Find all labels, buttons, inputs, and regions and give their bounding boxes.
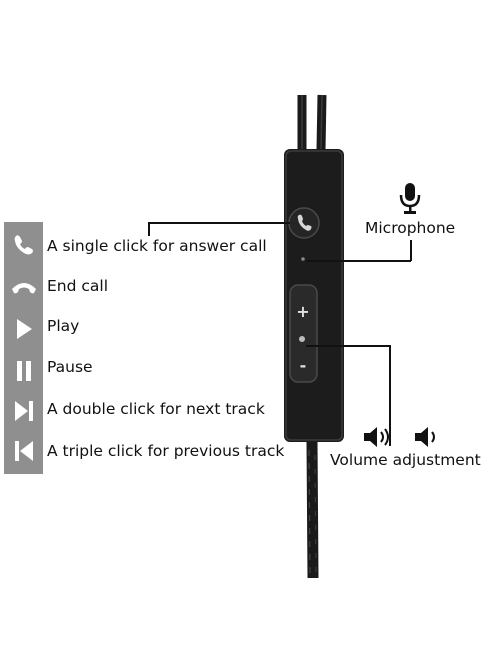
function-label-end-call: End call [47, 277, 109, 295]
leader-line-call-horizontal [148, 222, 290, 224]
call-button[interactable] [289, 208, 319, 238]
play-icon [4, 310, 43, 348]
previous-track-icon [4, 432, 43, 470]
volume-adjustment-label: Volume adjustment [330, 451, 481, 469]
call-button-dot [299, 336, 305, 342]
phone-hangup-icon [4, 268, 43, 306]
function-icon-column [4, 222, 43, 474]
microphone-label: Microphone [365, 219, 456, 237]
leader-line-volume-vertical [389, 345, 391, 446]
volume-soft-icon [414, 426, 440, 448]
leader-line-volume-horizontal [306, 345, 390, 347]
volume-down-button[interactable]: - [299, 356, 307, 375]
function-label-previous-track: A triple click for previous track [47, 442, 285, 460]
pause-icon [4, 352, 43, 390]
function-label-next-track: A double click for next track [47, 400, 265, 418]
leader-line-microphone-vertical [410, 240, 412, 261]
leader-line-call [148, 222, 150, 236]
next-track-icon [4, 392, 43, 430]
function-label-pause: Pause [47, 358, 93, 376]
function-label-play: Play [47, 317, 80, 335]
volume-loud-icon [363, 426, 395, 448]
leader-line-microphone-horizontal [306, 260, 411, 262]
phone-answer-icon [4, 226, 43, 264]
volume-up-button[interactable]: + [296, 302, 310, 321]
inline-remote [284, 149, 344, 442]
microphone-icon [399, 182, 421, 216]
function-label-answer-call: A single click for answer call [47, 237, 267, 255]
